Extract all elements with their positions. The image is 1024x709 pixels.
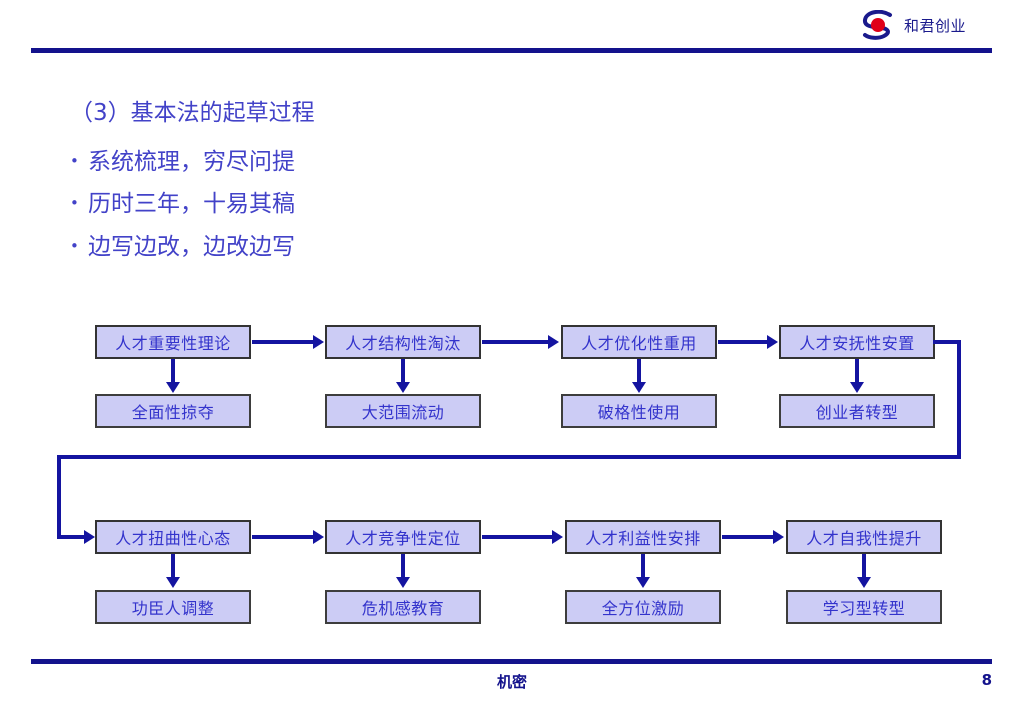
flow-node-main: 人才自我性提升 — [786, 520, 942, 554]
list-item: • 边写边改，边改边写 — [70, 233, 490, 262]
brand-logo: 和君创业 — [862, 8, 1002, 42]
footer-divider — [31, 659, 992, 664]
flow-node-sub: 创业者转型 — [779, 394, 935, 428]
arrow-right-icon — [773, 530, 784, 544]
arrow-right-icon — [548, 335, 559, 349]
flow-node-sub: 危机感教育 — [325, 590, 481, 624]
flow-connector — [482, 340, 549, 344]
list-item: • 系统梳理，穷尽问提 — [70, 148, 490, 177]
flow-connector — [718, 340, 768, 344]
bullet-list: • 系统梳理，穷尽问提 • 历时三年，十易其稿 • 边写边改，边改边写 — [70, 148, 490, 275]
arrow-down-icon — [632, 382, 646, 393]
flow-node-sub: 破格性使用 — [561, 394, 717, 428]
arrow-right-icon — [313, 335, 324, 349]
bullet-icon: • — [70, 194, 79, 213]
bullet-icon: • — [70, 152, 79, 170]
list-item-label: 历时三年，十易其稿 — [88, 191, 295, 218]
flow-node-main: 人才重要性理论 — [95, 325, 251, 359]
swoosh-logo-icon — [862, 9, 896, 40]
flow-node-main: 人才扭曲性心态 — [95, 520, 251, 554]
flow-connector-wrap — [57, 455, 61, 539]
flow-connector — [855, 359, 859, 384]
flow-node-main: 人才竞争性定位 — [325, 520, 481, 554]
flow-connector — [637, 359, 641, 384]
page-number: 8 — [981, 671, 992, 689]
flow-connector — [401, 359, 405, 384]
arrow-right-icon — [767, 335, 778, 349]
arrow-down-icon — [166, 382, 180, 393]
flow-connector — [252, 340, 314, 344]
flow-node-sub: 大范围流动 — [325, 394, 481, 428]
flow-connector-wrap — [57, 455, 961, 459]
list-item-label: 系统梳理，穷尽问提 — [88, 149, 295, 175]
flow-node-main: 人才优化性重用 — [561, 325, 717, 359]
flow-connector-wrap — [933, 340, 961, 344]
arrow-right-icon — [552, 530, 563, 544]
bullet-icon: • — [70, 236, 79, 255]
arrow-down-icon — [396, 382, 410, 393]
brand-name: 和君创业 — [904, 16, 967, 35]
flow-connector — [722, 535, 774, 539]
confidentiality-label: 机密 — [496, 673, 527, 691]
flow-connector-wrap — [57, 535, 89, 539]
arrow-right-icon — [84, 530, 95, 544]
flow-connector — [171, 359, 175, 384]
flow-node-sub: 功臣人调整 — [95, 590, 251, 624]
flow-node-main: 人才利益性安排 — [565, 520, 721, 554]
arrow-right-icon — [313, 530, 324, 544]
flow-connector — [641, 554, 645, 579]
header-divider — [31, 48, 992, 53]
arrow-down-icon — [850, 382, 864, 393]
flow-node-main: 人才安抚性安置 — [779, 325, 935, 359]
flow-connector — [171, 554, 175, 579]
flow-connector — [482, 535, 553, 539]
flow-connector — [862, 554, 866, 579]
list-item: • 历时三年，十易其稿 — [70, 190, 490, 219]
flow-node-sub: 学习型转型 — [786, 590, 942, 624]
flow-connector-wrap — [957, 340, 961, 459]
page-title: （3）基本法的起草过程 — [70, 100, 315, 126]
arrow-down-icon — [636, 577, 650, 588]
flow-node-sub: 全面性掠夺 — [95, 394, 251, 428]
flow-node-sub: 全方位激励 — [565, 590, 721, 624]
arrow-down-icon — [166, 577, 180, 588]
arrow-down-icon — [857, 577, 871, 588]
flow-connector — [252, 535, 314, 539]
flow-connector — [401, 554, 405, 579]
flow-node-main: 人才结构性淘汰 — [325, 325, 481, 359]
list-item-label: 边写边改，边改边写 — [88, 233, 295, 260]
arrow-down-icon — [396, 577, 410, 588]
